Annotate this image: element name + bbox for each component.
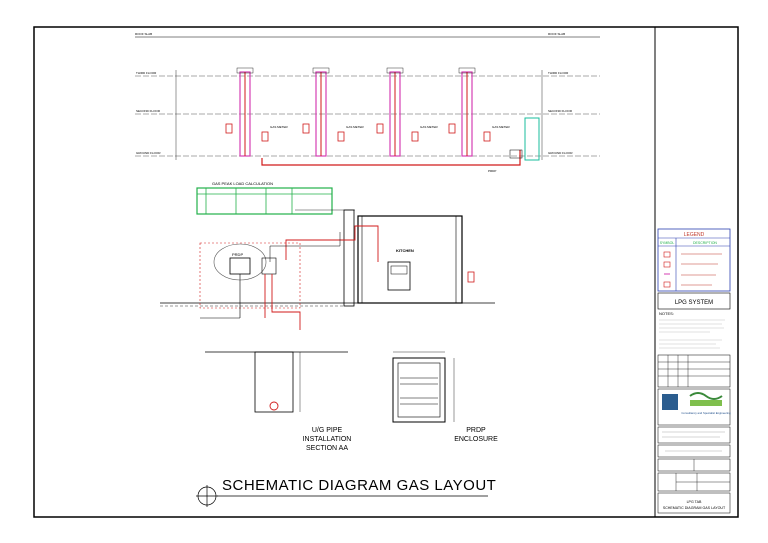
kitchen-gas-pipe (285, 225, 379, 262)
prdp-label: PRDP (232, 252, 243, 257)
enclosure-title-line-2: ENCLOSURE (454, 436, 498, 443)
section-title-line-3: SECTION AA (306, 445, 348, 452)
riser-3: GAS METER (376, 67, 439, 157)
tb-drawing-title-1: LPG TAB (687, 500, 702, 504)
sheet-border (33, 26, 739, 518)
stove (387, 261, 411, 291)
riser-4: GAS METER (448, 67, 511, 157)
system-title: LPG SYSTEM (675, 300, 713, 306)
elevation-schematic: ROOF SLAB ROOF SLAB THIRD FLOOR SECOND F… (135, 32, 600, 173)
svg-text:THIRD FLOOR: THIRD FLOOR (136, 71, 157, 75)
load-calculation-table: GAS PEAK LOAD CALCULATION (196, 181, 333, 215)
svg-text:PRDP: PRDP (488, 169, 496, 173)
svg-text:GROUND FLOOR: GROUND FLOOR (136, 151, 161, 155)
section-title-line-1: U/G PIPE (312, 427, 343, 434)
svg-text:ROOF SLAB: ROOF SLAB (135, 32, 152, 36)
ug-pipe-section: U/G PIPE INSTALLATION SECTION AA (205, 351, 352, 452)
svg-text:THIRD FLOOR: THIRD FLOOR (548, 71, 569, 75)
company-logo-icon (662, 394, 678, 410)
svg-text:GAS METER: GAS METER (270, 125, 289, 129)
svg-text:ROOF SLAB: ROOF SLAB (548, 32, 565, 36)
svg-text:SECOND FLOOR: SECOND FLOOR (136, 109, 161, 113)
notes-label: NOTES: (659, 311, 674, 316)
load-table-title: GAS PEAK LOAD CALCULATION (212, 181, 273, 186)
tb-drawing-title-2: SCHEMATIC DIAGRAM GAS LAYOUT (663, 506, 726, 510)
kitchen-label: KITCHEN (396, 248, 414, 253)
riser-1: GAS METER (225, 67, 289, 157)
legend-header-symbol: SYMBOL (660, 241, 675, 245)
svg-text:GAS METER: GAS METER (420, 125, 439, 129)
company-line: Consultancy and Specialist Engineering (681, 411, 731, 415)
riser-2: GAS METER (302, 67, 365, 157)
legend-header-description: DESCRIPTION (693, 241, 717, 245)
drawing-title-block: SCHEMATIC DIAGRAM GAS LAYOUT (196, 477, 496, 507)
svg-text:GAS METER: GAS METER (346, 125, 365, 129)
kitchen-section: KITCHEN PRDP (160, 209, 495, 330)
main-gas-header (261, 150, 521, 166)
svg-text:SECOND FLOOR: SECOND FLOOR (548, 109, 573, 113)
svg-text:GAS METER: GAS METER (492, 125, 511, 129)
legend-title: LEGEND (684, 232, 705, 238)
prdp-enclosure-drawing: PRDP ENCLOSURE (392, 351, 498, 443)
section-title-line-2: INSTALLATION (303, 436, 352, 443)
svg-text:GROUND FLOOR: GROUND FLOOR (548, 151, 573, 155)
title-block: LEGEND SYMBOL DESCRIPTION LPG SYSTEM NOT… (657, 228, 731, 514)
enclosure-title-line-1: PRDP (466, 427, 486, 434)
drawing-title: SCHEMATIC DIAGRAM GAS LAYOUT (222, 477, 496, 494)
